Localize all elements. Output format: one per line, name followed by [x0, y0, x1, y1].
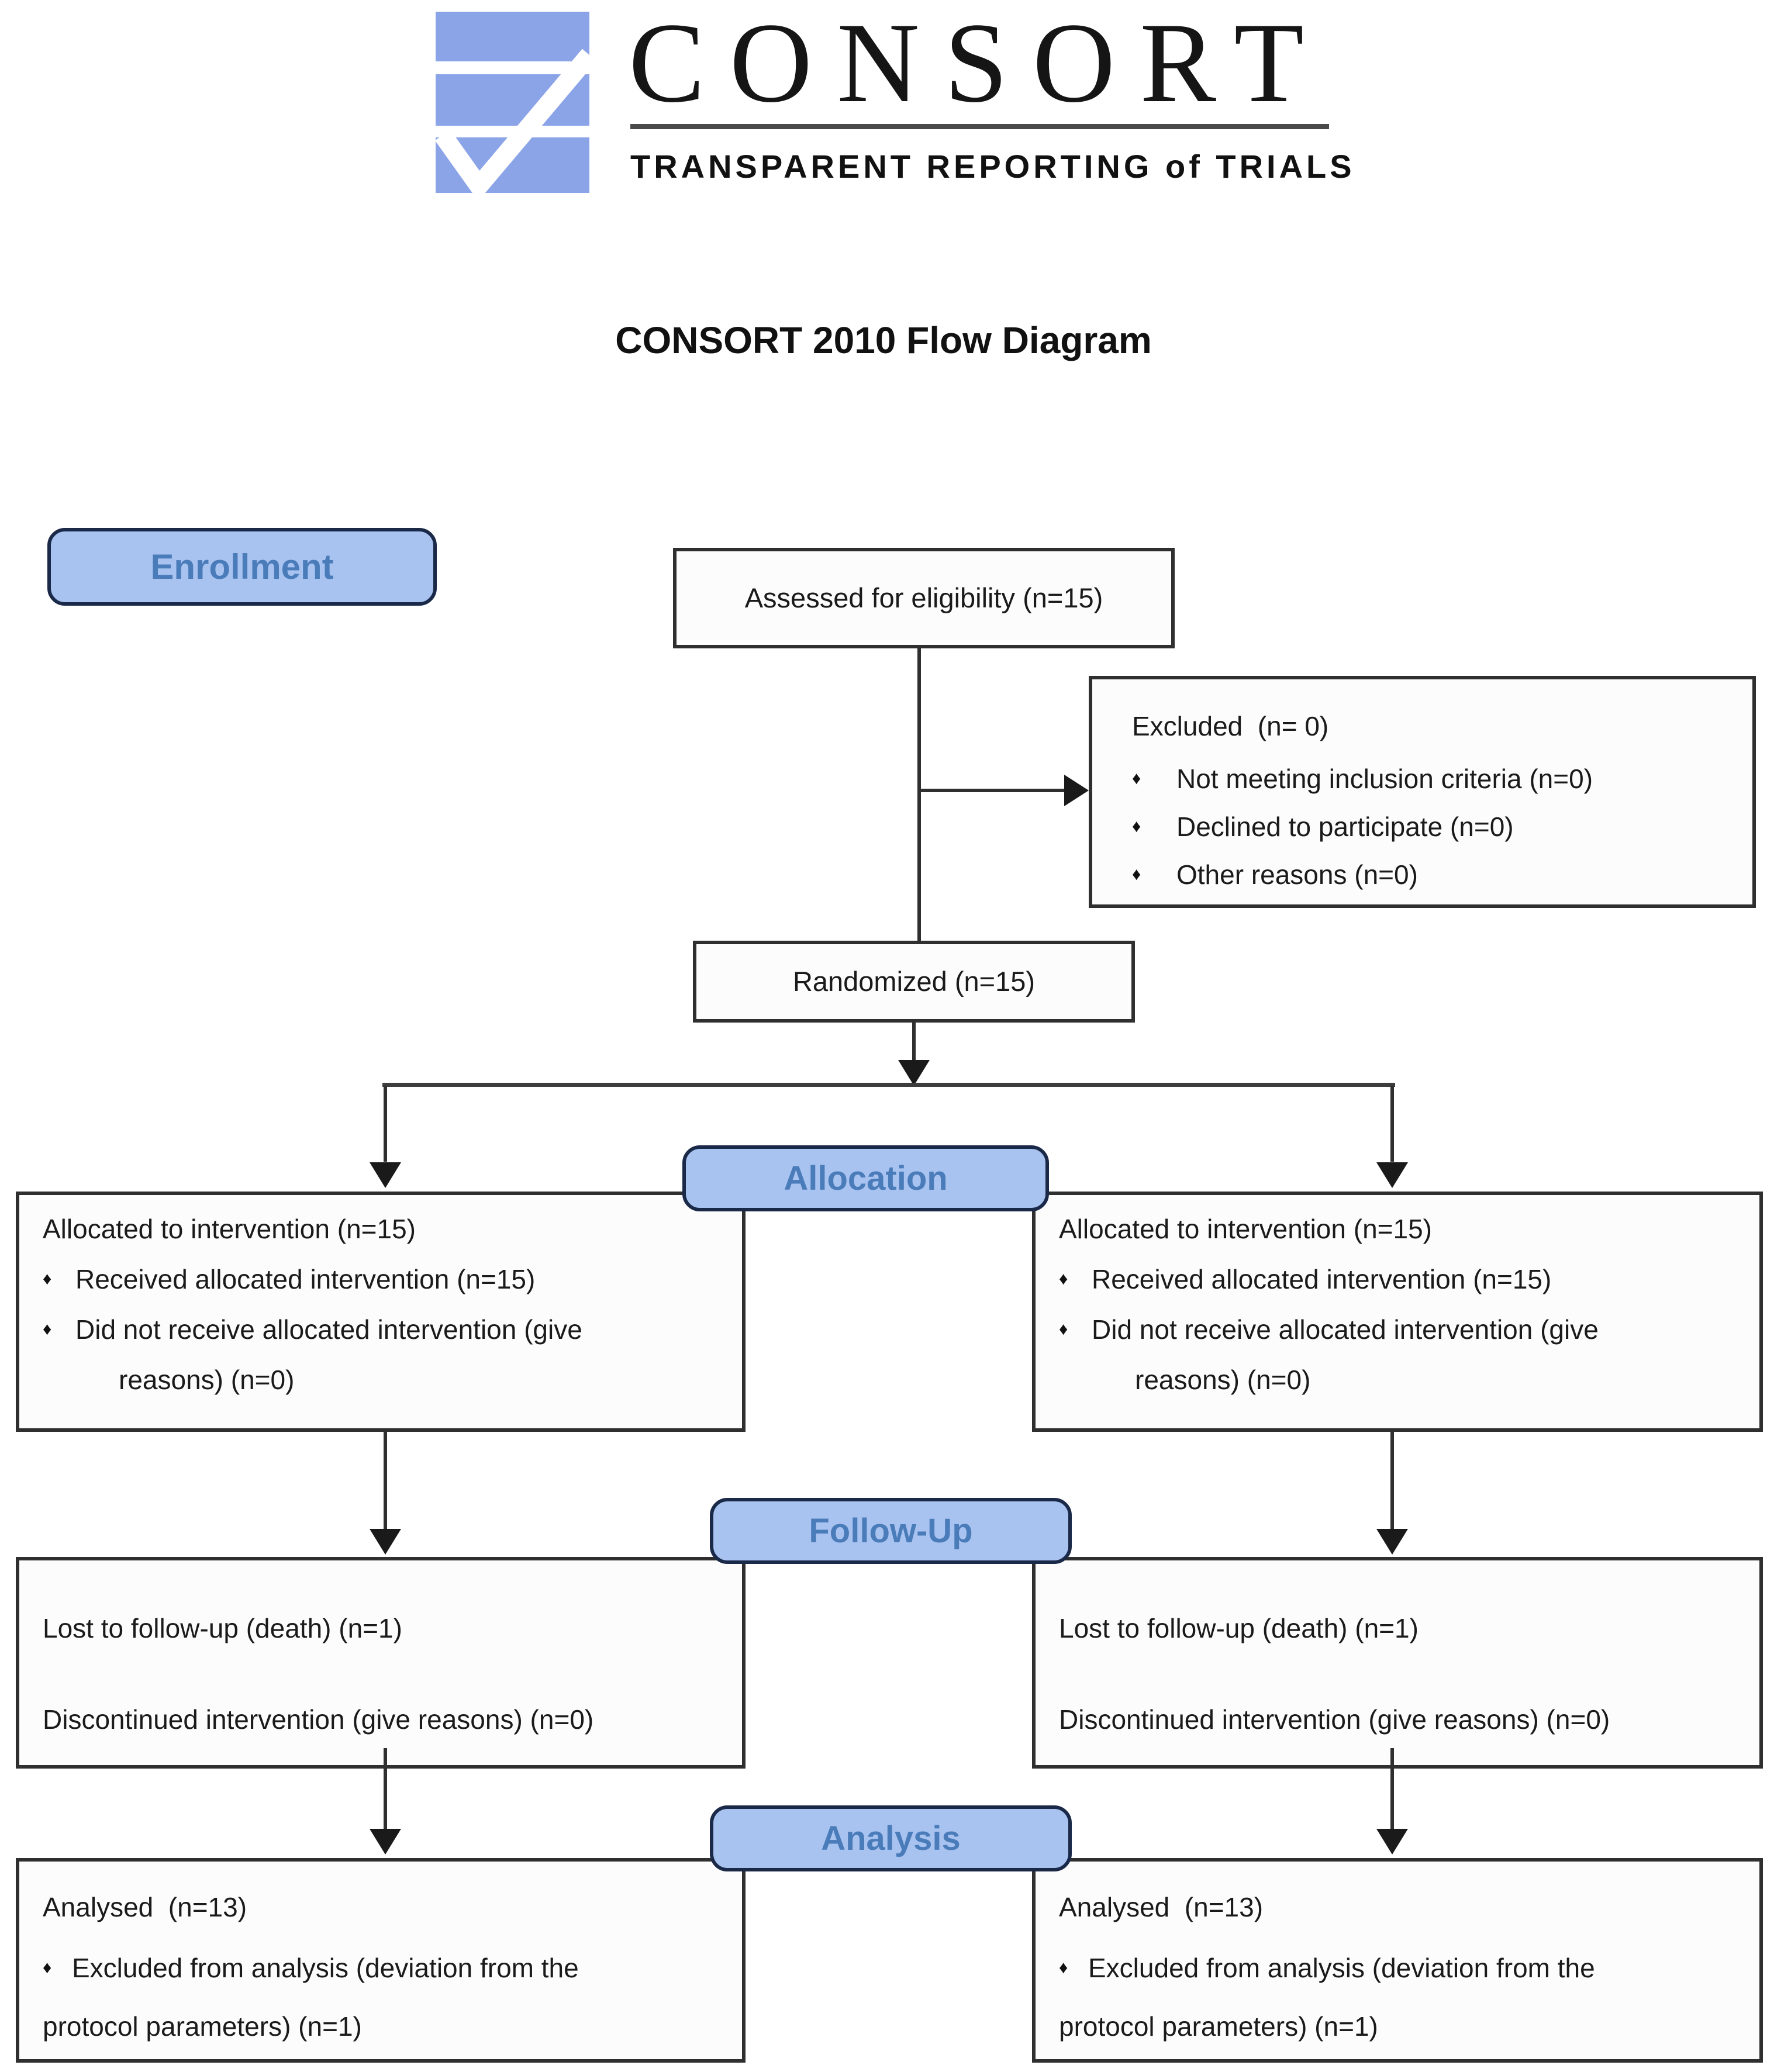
- arrowhead-followup-right: [1376, 1529, 1408, 1555]
- diamond-bullet-icon: ♦: [43, 1958, 52, 1977]
- connector-allocation-to-followup-left: [384, 1431, 387, 1529]
- stage-label-allocation-text: Allocation: [784, 1159, 948, 1197]
- randomized-text: Randomized (n=15): [792, 966, 1036, 997]
- excluded-title: Excluded (n= 0): [1132, 711, 1329, 741]
- box-randomized: Randomized (n=15): [693, 941, 1135, 1023]
- logo-divider: [630, 124, 1329, 129]
- arrowhead-followup-left: [370, 1529, 401, 1555]
- analysis-right-bullet1-line2: protocol parameters) (n=1): [1059, 2011, 1378, 2042]
- followup-right-line1: Lost to follow-up (death) (n=1): [1059, 1613, 1419, 1643]
- allocation-bullet-row: ♦ Did not receive allocated intervention…: [1059, 1313, 1745, 1346]
- connector-to-excluded: [919, 789, 1067, 792]
- stage-label-analysis-text: Analysis: [821, 1819, 961, 1857]
- box-followup-right: Lost to follow-up (death) (n=1) Disconti…: [1032, 1557, 1763, 1769]
- connector-followup-to-analysis-right: [1390, 1748, 1394, 1829]
- page-title: CONSORT 2010 Flow Diagram: [615, 319, 1152, 361]
- arrowhead-analysis-left: [370, 1829, 401, 1855]
- connector-assessed-to-randomized: [917, 647, 921, 942]
- box-allocation-left: Allocated to intervention (n=15) ♦ Recei…: [16, 1192, 746, 1432]
- arrowhead-excluded: [1064, 775, 1089, 806]
- followup-left-line1: Lost to follow-up (death) (n=1): [43, 1613, 402, 1643]
- connector-followup-to-analysis-left: [384, 1748, 387, 1829]
- followup-left-line2: Discontinued intervention (give reasons)…: [43, 1704, 594, 1735]
- allocation-left-title: Allocated to intervention (n=15): [43, 1214, 416, 1244]
- stage-label-analysis: Analysis: [710, 1805, 1072, 1871]
- logo-tagline: TRANSPARENT REPORTING of TRIALS: [630, 148, 1355, 185]
- arrowhead-allocation-left: [370, 1162, 401, 1188]
- analysis-right-bullet1-line1: Excluded from analysis (deviation from t…: [1088, 1953, 1595, 1983]
- consort-logo-checkmark-icon: [436, 11, 589, 193]
- excluded-bullet3: Other reasons (n=0): [1176, 859, 1418, 890]
- excluded-bullet-row: ♦ Other reasons (n=0): [1132, 858, 1735, 891]
- box-excluded: Excluded (n= 0) ♦ Not meeting inclusion …: [1089, 676, 1756, 908]
- excluded-bullet-row: ♦ Declined to participate (n=0): [1132, 810, 1735, 843]
- diamond-bullet-icon: ♦: [1132, 865, 1141, 884]
- allocation-right-bullet1: Received allocated intervention (n=15): [1092, 1264, 1552, 1294]
- diamond-bullet-icon: ♦: [43, 1269, 52, 1289]
- box-allocation-right: Allocated to intervention (n=15) ♦ Recei…: [1032, 1192, 1763, 1432]
- allocation-left-bullet1: Received allocated intervention (n=15): [75, 1264, 536, 1294]
- stage-label-followup-text: Follow-Up: [809, 1512, 973, 1550]
- allocation-right-bullet2-line1: Did not receive allocated intervention (…: [1092, 1314, 1599, 1345]
- box-analysis-left: Analysed (n=13) ♦ Excluded from analysis…: [16, 1858, 746, 2063]
- allocation-left-bullet2-line1: Did not receive allocated intervention (…: [75, 1314, 582, 1345]
- connector-allocation-to-followup-right: [1390, 1431, 1394, 1529]
- arrowhead-branch: [898, 1060, 930, 1086]
- stage-label-enrollment: Enrollment: [47, 528, 437, 606]
- arrowhead-allocation-right: [1376, 1162, 1408, 1188]
- allocation-right-title: Allocated to intervention (n=15): [1059, 1214, 1433, 1244]
- stage-label-followup: Follow-Up: [710, 1498, 1072, 1564]
- analysis-left-bullet1-line1: Excluded from analysis (deviation from t…: [72, 1953, 579, 1983]
- analysis-right-title: Analysed (n=13): [1059, 1892, 1264, 1922]
- diamond-bullet-icon: ♦: [1132, 817, 1141, 836]
- stage-label-allocation: Allocation: [682, 1145, 1049, 1211]
- followup-right-line2: Discontinued intervention (give reasons)…: [1059, 1704, 1610, 1735]
- excluded-bullet-row: ♦ Not meeting inclusion criteria (n=0): [1132, 762, 1735, 795]
- logo-wordmark: CONSORT: [629, 0, 1329, 126]
- connector-randomized-to-branch: [912, 1021, 916, 1062]
- analysis-bullet-row: ♦ Excluded from analysis (deviation from…: [43, 1952, 728, 1984]
- analysis-bullet-row: ♦ Excluded from analysis (deviation from…: [1059, 1952, 1745, 1984]
- diamond-bullet-icon: ♦: [43, 1320, 52, 1339]
- branch-line: [382, 1083, 1395, 1087]
- excluded-bullet2: Declined to participate (n=0): [1176, 811, 1514, 842]
- analysis-left-bullet1-line2: protocol parameters) (n=1): [43, 2011, 362, 2042]
- arrowhead-analysis-right: [1376, 1829, 1408, 1855]
- analysis-left-title: Analysed (n=13): [43, 1892, 247, 1922]
- allocation-bullet-row: ♦ Received allocated intervention (n=15): [43, 1263, 728, 1296]
- box-analysis-right: Analysed (n=13) ♦ Excluded from analysis…: [1032, 1858, 1763, 2063]
- diamond-bullet-icon: ♦: [1059, 1958, 1068, 1977]
- assessed-text: Assessed for eligibility (n=15): [744, 582, 1103, 613]
- connector-branch-to-allocation-left: [384, 1086, 387, 1162]
- connector-branch-to-allocation-right: [1390, 1086, 1394, 1162]
- diamond-bullet-icon: ♦: [1059, 1269, 1068, 1289]
- diamond-bullet-icon: ♦: [1132, 769, 1141, 788]
- stage-label-enrollment-text: Enrollment: [150, 547, 334, 586]
- box-assessed-for-eligibility: Assessed for eligibility (n=15): [673, 548, 1175, 648]
- diamond-bullet-icon: ♦: [1059, 1320, 1068, 1339]
- allocation-left-bullet2-line2: reasons) (n=0): [119, 1365, 295, 1395]
- allocation-right-bullet2-line2: reasons) (n=0): [1135, 1365, 1311, 1395]
- box-followup-left: Lost to follow-up (death) (n=1) Disconti…: [16, 1557, 746, 1769]
- excluded-bullet1: Not meeting inclusion criteria (n=0): [1176, 764, 1593, 794]
- allocation-bullet-row: ♦ Received allocated intervention (n=15): [1059, 1263, 1745, 1296]
- allocation-bullet-row: ♦ Did not receive allocated intervention…: [43, 1313, 728, 1346]
